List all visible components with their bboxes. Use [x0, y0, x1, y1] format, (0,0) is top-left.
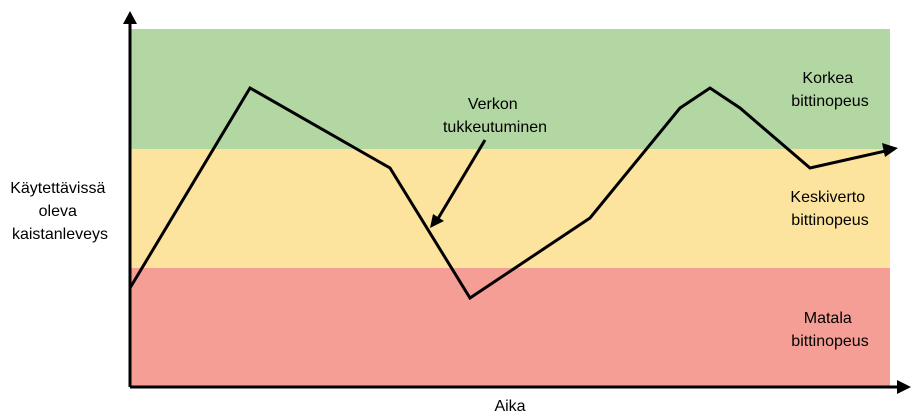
zone-label-line: Keskiverto: [790, 189, 865, 206]
zone-low-label: Matala bittinopeus: [791, 310, 868, 350]
y-axis-label-line: kaistanleveys: [12, 226, 108, 243]
zone-label-line: bittinopeus: [791, 93, 868, 110]
y-axis-label-line: oleva: [39, 203, 77, 220]
zone-medium-band: [130, 149, 890, 268]
zone-medium-label: Keskiverto bittinopeus: [790, 189, 869, 229]
y-axis-label: Käytettävissä oleva kaistanleveys: [10, 180, 110, 243]
bandwidth-line: [128, 85, 891, 301]
bandwidth-line-arrow: [882, 143, 898, 157]
zone-label-line: bittinopeus: [791, 333, 868, 350]
zone-label-line: Matala: [804, 310, 852, 327]
annotation-line: Verkon: [468, 96, 518, 113]
x-axis-label: Aika: [494, 398, 525, 415]
annotation-line: tukkeutuminen: [443, 119, 547, 136]
y-axis-label-line: Käytettävissä: [10, 180, 105, 197]
x-axis-arrow: [897, 380, 911, 394]
zone-label-line: Korkea: [802, 70, 853, 87]
congestion-annotation: Verkon tukkeutuminen: [443, 96, 547, 136]
congestion-arrow-head: [430, 214, 444, 228]
zone-label-line: bittinopeus: [791, 212, 868, 229]
zone-high-label: Korkea bittinopeus: [791, 70, 868, 110]
zone-low-band: [130, 268, 890, 387]
congestion-arrow: [434, 139, 487, 223]
y-axis-arrow: [123, 11, 137, 24]
